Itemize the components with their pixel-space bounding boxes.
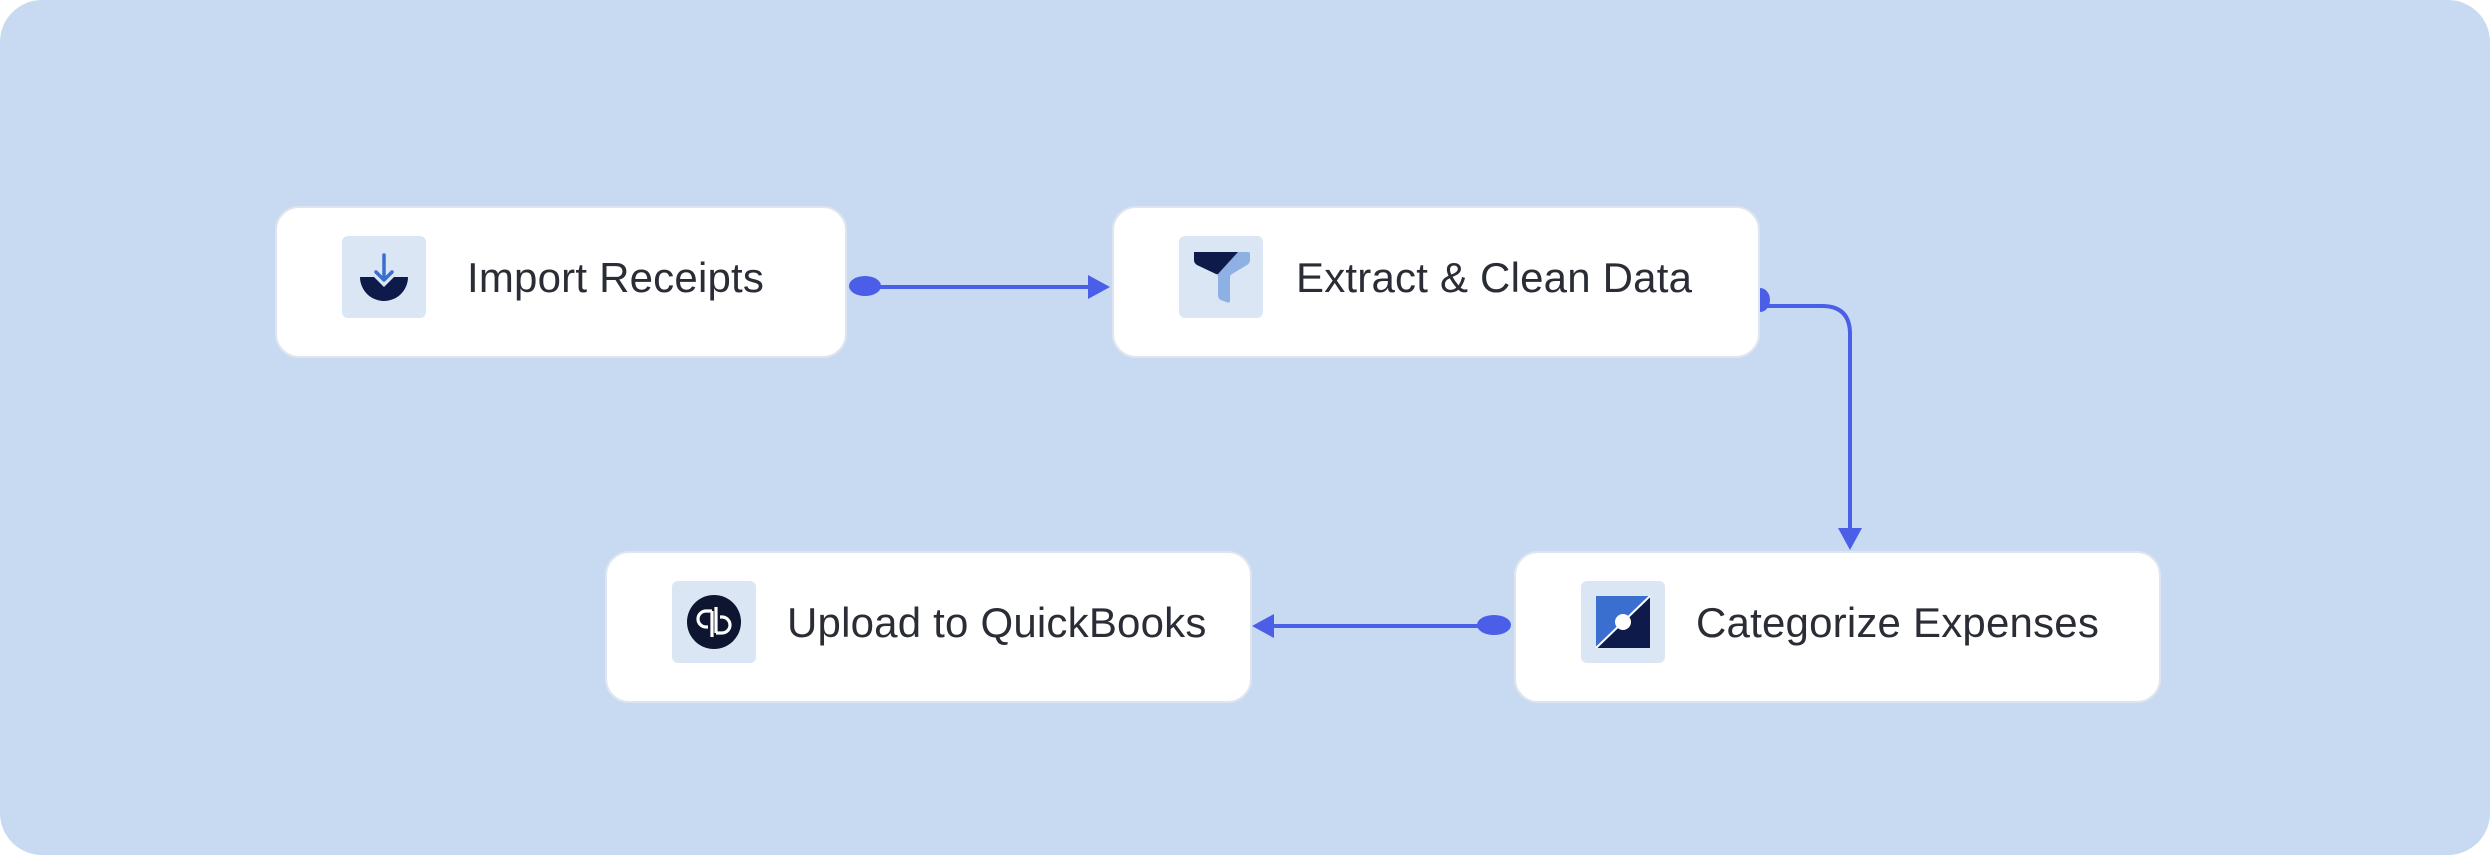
node-label: Categorize Expenses — [1696, 599, 2100, 646]
filter-icon — [1194, 252, 1250, 303]
node-label: Upload to QuickBooks — [787, 599, 1207, 646]
download-icon — [360, 253, 408, 301]
edge-import-to-extract — [849, 275, 1110, 299]
node-upload-to-quickbooks[interactable]: Upload to QuickBooks — [605, 551, 1252, 703]
node-label: Extract & Clean Data — [1296, 254, 1693, 301]
edge-extract-to-categorize — [1750, 288, 1862, 550]
icon-tile — [1179, 236, 1263, 318]
node-categorize-expenses[interactable]: Categorize Expenses — [1514, 551, 2161, 703]
edge-arrowhead — [1252, 614, 1274, 638]
node-import-receipts[interactable]: Import Receipts — [275, 206, 847, 358]
category-icon — [1595, 595, 1651, 649]
edge-arrowhead — [1838, 528, 1862, 550]
edge-start-dot — [849, 276, 881, 296]
edge-categorize-to-upload — [1252, 614, 1511, 638]
edge-arrowhead — [1088, 275, 1110, 299]
node-extract-clean-data[interactable]: Extract & Clean Data — [1112, 206, 1760, 358]
node-label: Import Receipts — [467, 254, 765, 301]
icon-tile — [342, 236, 426, 318]
quickbooks-icon — [687, 595, 741, 649]
edge-line — [1762, 304, 1852, 530]
icon-tile — [1581, 581, 1665, 663]
icon-tile — [672, 581, 756, 663]
edge-start-dot — [1477, 615, 1511, 635]
